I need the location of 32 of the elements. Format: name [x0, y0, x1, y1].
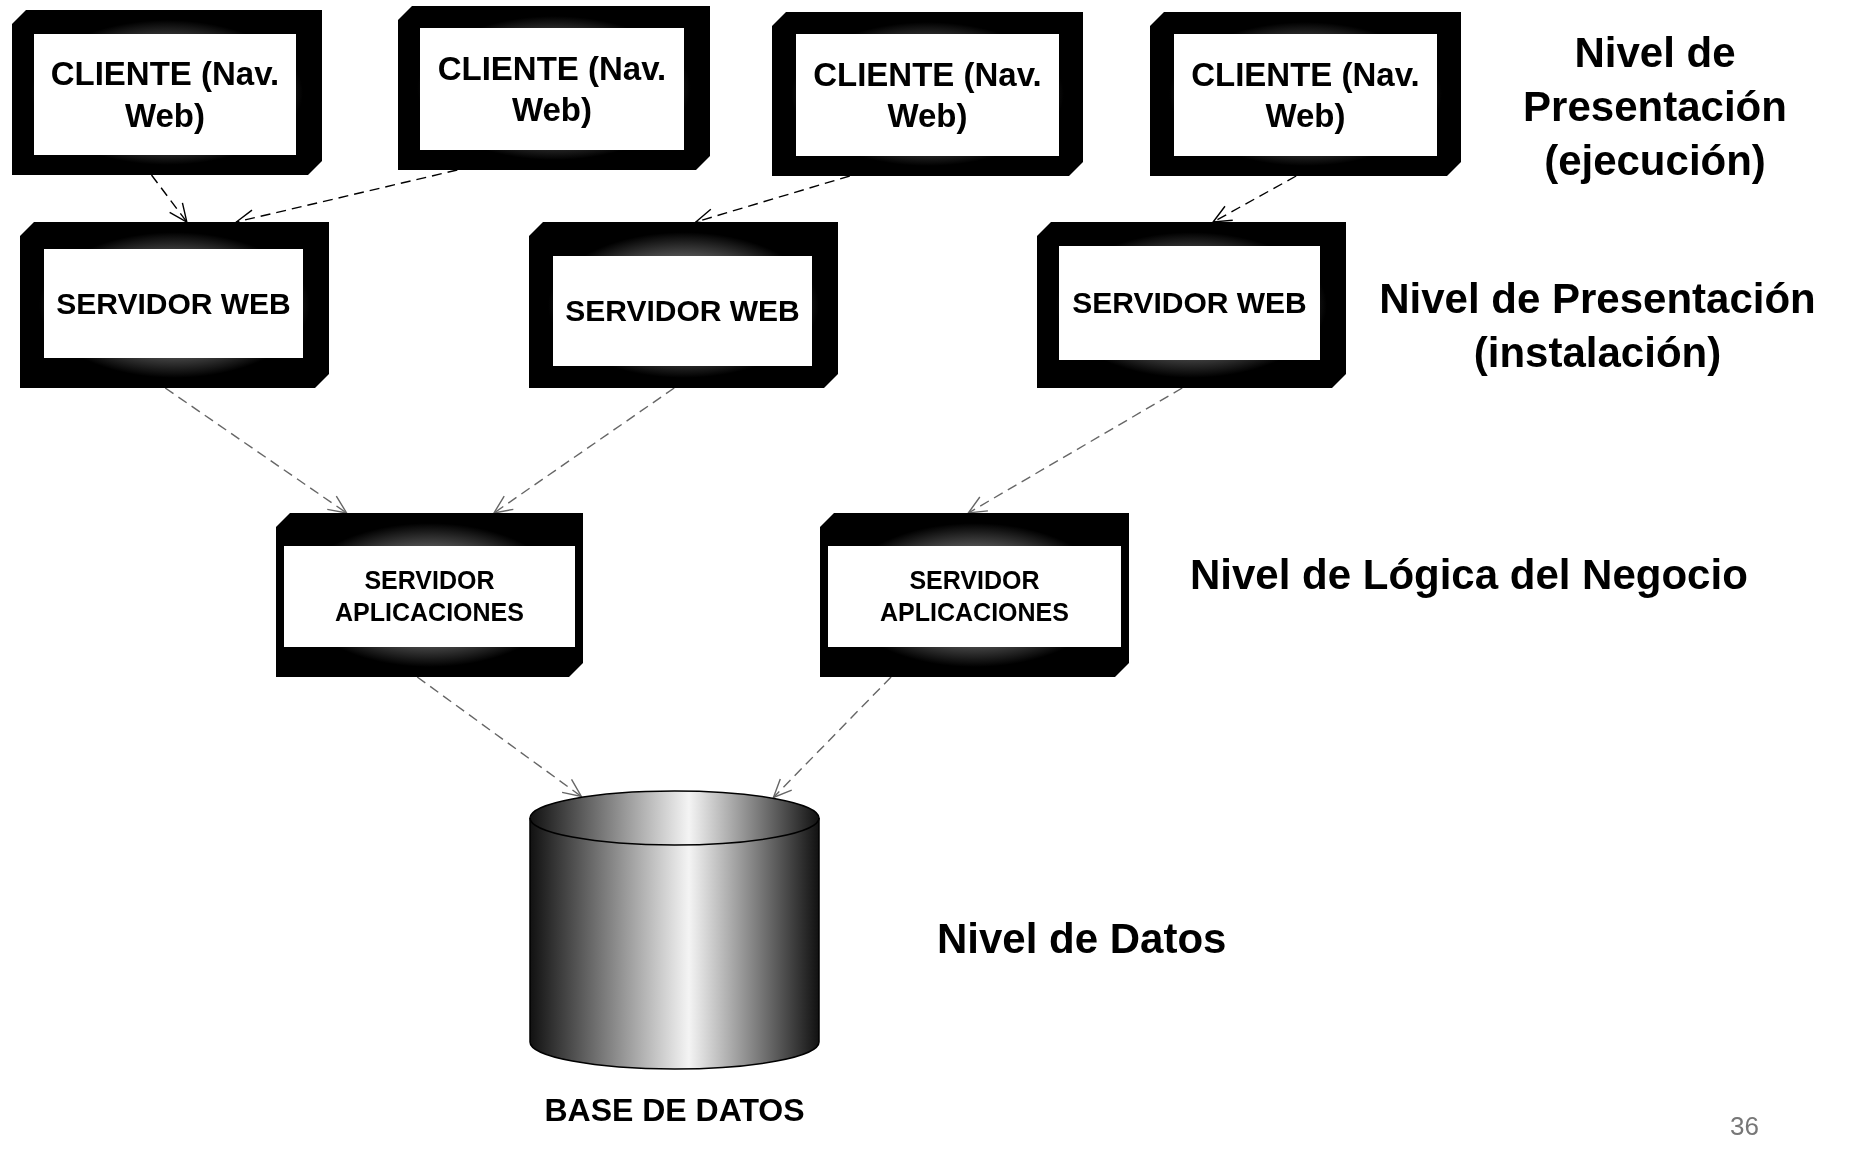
dashed-arrow	[1212, 175, 1297, 223]
node-label: SERVIDOR APLICACIONES	[284, 546, 575, 647]
database-cylinder	[529, 790, 820, 1070]
node-box	[20, 222, 329, 388]
level-label: Nivel de Presentación (ejecución)	[1522, 28, 1788, 186]
level-label: Nivel de Lógica del Negocio	[1190, 550, 1749, 600]
dashed-arrow	[416, 676, 583, 798]
node-box	[1150, 12, 1461, 176]
node-label: CLIENTE (Nav. Web)	[34, 34, 296, 155]
node-box	[398, 6, 710, 170]
node-label: SERVIDOR WEB	[1059, 246, 1320, 360]
dashed-arrow	[164, 387, 348, 514]
node-label: SERVIDOR WEB	[44, 249, 303, 358]
node-label: CLIENTE (Nav. Web)	[796, 34, 1059, 156]
dashed-arrow	[150, 174, 188, 223]
node-box	[772, 12, 1083, 176]
dashed-arrow	[967, 387, 1183, 514]
node-label: SERVIDOR WEB	[553, 256, 812, 366]
node-box	[12, 10, 322, 175]
dashed-arrow	[493, 387, 675, 514]
node-caption: BASE DE DATOS	[543, 1091, 806, 1130]
node-label: CLIENTE (Nav. Web)	[420, 28, 684, 150]
node-box	[1037, 222, 1346, 388]
level-label: Nivel de Datos	[937, 914, 1228, 964]
dashed-arrow	[772, 676, 892, 799]
level-label: Nivel de Presentación (instalación)	[1378, 274, 1817, 378]
node-box	[820, 513, 1129, 677]
node-box	[276, 513, 583, 677]
page-number: 36	[1730, 1110, 1760, 1143]
node-label: CLIENTE (Nav. Web)	[1174, 34, 1437, 156]
node-label: SERVIDOR APLICACIONES	[828, 546, 1121, 647]
node-box	[529, 222, 838, 388]
